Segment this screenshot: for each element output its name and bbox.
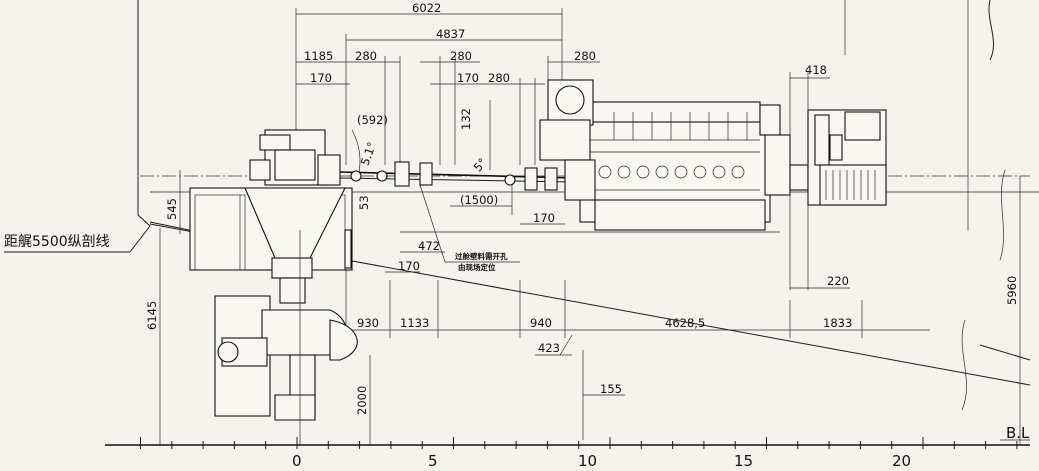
dim-1833: 1833 (823, 316, 852, 330)
engine-cylinder (712, 165, 726, 179)
axis-tick-label: 5 (428, 452, 438, 470)
dim-1500: (1500) (460, 193, 498, 207)
dim-280-a: 280 (355, 49, 377, 63)
dim-4628-5: 4628,5 (665, 316, 705, 330)
dim-170-a: 170 (310, 71, 332, 85)
dim-1185: 1185 (304, 49, 333, 63)
engine-cylinder (674, 165, 688, 179)
bulkhead-note: 过舱壁料需开孔 由现场定位 (419, 184, 520, 272)
dim-6145: 6145 (145, 301, 159, 330)
dim-132: 132 (459, 108, 473, 130)
dim-4837: 4837 (436, 27, 465, 41)
engine-cylinder (598, 165, 612, 179)
engine-cylinder (693, 165, 707, 179)
angle-5: 5° (471, 155, 490, 174)
engine-cylinder (636, 165, 650, 179)
note-line-1: 过舱壁料需开孔 (455, 251, 508, 261)
dim-280-d: 280 (574, 49, 596, 63)
thruster-unit (189, 129, 358, 445)
dim-155: 155 (600, 382, 622, 396)
dim-592: (592) (357, 113, 388, 127)
baseline-label: B.L (1006, 424, 1030, 442)
generator-unit (789, 109, 887, 206)
dim-170-d: 170 (398, 259, 420, 273)
dim-423: 423 (538, 341, 560, 355)
engine-cylinder (731, 165, 745, 179)
dim-220: 220 (827, 274, 849, 288)
dim-170-b: 170 (457, 71, 479, 85)
dim-930: 930 (357, 316, 379, 330)
axis-tick-label: 15 (734, 452, 753, 470)
dim-53: 53 (357, 195, 371, 210)
dim-5960: 5960 (1005, 276, 1019, 305)
dim-472: 472 (418, 239, 440, 253)
dim-6022: 6022 (412, 1, 441, 15)
shaft-line (339, 161, 576, 269)
note-line-2: 由现场定位 (458, 262, 496, 272)
dim-170-c: 170 (533, 211, 555, 225)
dim-280-b: 280 (450, 49, 472, 63)
engine-cylinder (617, 165, 631, 179)
diesel-engine (539, 79, 791, 231)
dim-2000: 2000 (355, 386, 369, 415)
dim-940: 940 (530, 316, 552, 330)
frame-ruler: 0 5 10 15 20 B.L (105, 424, 1030, 470)
mid-dimensions: 545 53 472 170 220 6145 5960 (145, 170, 1021, 445)
dim-280-c: 280 (488, 71, 510, 85)
dim-1133: 1133 (400, 316, 429, 330)
axis-tick-label: 10 (578, 452, 597, 470)
section-line-text: 距艉5500纵剖线 (4, 234, 110, 250)
axis-tick-label: 20 (892, 452, 911, 470)
axis-tick-label: 0 (292, 452, 302, 470)
dim-545: 545 (165, 198, 179, 220)
angle-5-1: 5.1° (358, 140, 379, 167)
bottom-dimensions: 930 1133 940 4628,5 1833 423 155 2000 (345, 250, 930, 445)
engine-cylinder (655, 165, 669, 179)
dim-418: 418 (805, 63, 827, 77)
section-line-label: 距艉5500纵剖线 (4, 225, 151, 253)
